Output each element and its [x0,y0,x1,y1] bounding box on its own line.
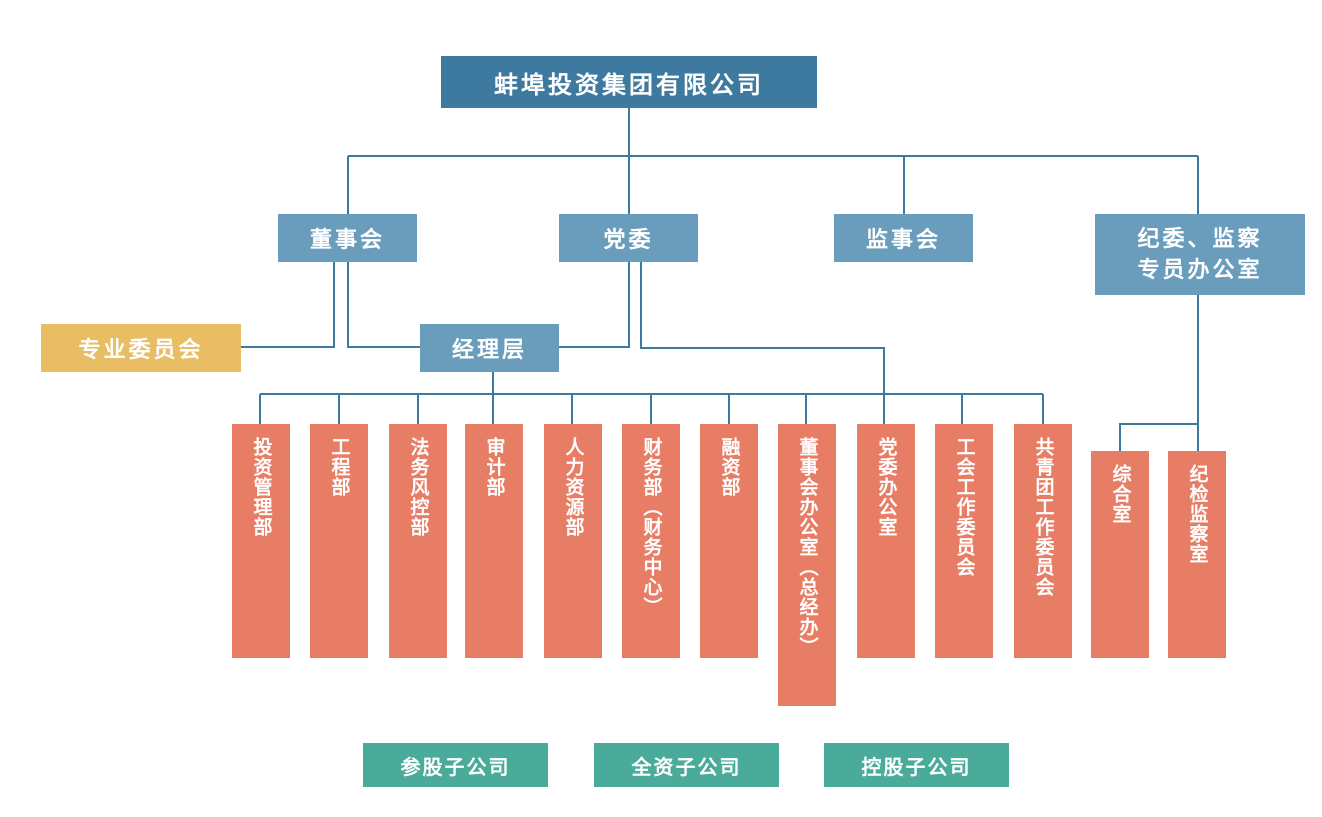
supervisory-board: 监事会 [834,214,973,262]
department-label: 法务风控部 [407,437,430,537]
department-board-office: 董事会办公室（总经办） [778,424,836,706]
board-committee-connector [241,262,335,348]
department-youth-league: 共青团工作委员会 [1014,424,1072,658]
subsidiary-label: 控股子公司 [861,754,972,779]
department-label: 工程部 [328,437,351,497]
discipline-office-connector [1119,295,1199,451]
party-management-connector [559,262,630,348]
management-team: 经理层 [420,324,559,372]
department-label: 人力资源部 [562,437,585,537]
office-label: 纪检监察室 [1186,464,1209,564]
supervisory-board-label: 监事会 [865,228,941,253]
department-label: 党委办公室 [875,437,898,537]
department-label: 共青团工作委员会 [1032,437,1055,597]
board-management-connector [347,262,420,348]
office-discipline-inspection: 纪检监察室 [1168,451,1226,658]
department-label: 审计部 [483,437,506,497]
subsidiary-controlled: 控股子公司 [824,743,1009,787]
subsidiary-minority: 参股子公司 [363,743,548,787]
department-engineering: 工程部 [310,424,368,658]
root-company-label: 蚌埠投资集团有限公司 [494,70,764,99]
department-label: 董事会办公室（总经办） [796,437,819,657]
department-party-office: 党委办公室 [857,424,915,658]
party-committee-label: 党委 [603,228,654,253]
subsidiary-label: 全资子公司 [631,754,742,779]
party-dept-connector [640,262,885,394]
department-labor-union: 工会工作委员会 [935,424,993,658]
department-investment-management: 投资管理部 [232,424,290,658]
discipline-commission: 纪委、监察 专员办公室 [1095,214,1305,295]
party-committee: 党委 [559,214,698,262]
professional-committee: 专业委员会 [41,324,241,372]
management-team-label: 经理层 [451,338,527,363]
board-of-directors-label: 董事会 [309,228,385,253]
department-legal-risk: 法务风控部 [389,424,447,658]
department-label: 财务部（财务中心） [640,437,663,617]
subsidiary-label: 参股子公司 [400,754,511,779]
department-label: 工会工作委员会 [953,437,976,577]
office-general: 综合室 [1091,451,1149,658]
department-financing: 融资部 [700,424,758,658]
root-company: 蚌埠投资集团有限公司 [441,56,817,108]
department-finance: 财务部（财务中心） [622,424,680,658]
board-of-directors: 董事会 [278,214,417,262]
office-label: 综合室 [1109,464,1132,524]
department-label: 投资管理部 [250,437,273,537]
department-audit: 审计部 [465,424,523,658]
department-label: 融资部 [718,437,741,497]
discipline-commission-label: 纪委、监察 专员办公室 [1137,226,1263,283]
professional-committee-label: 专业委员会 [78,338,204,363]
subsidiary-wholly-owned: 全资子公司 [594,743,779,787]
department-human-resources: 人力资源部 [544,424,602,658]
